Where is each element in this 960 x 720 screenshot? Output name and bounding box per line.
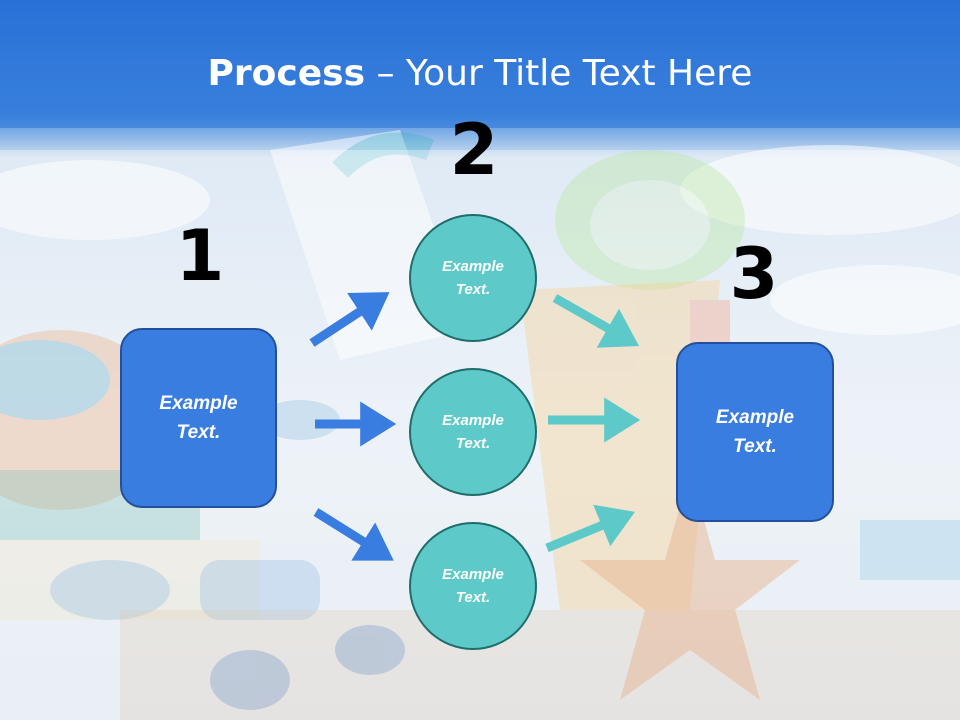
circle-middle-line-2: Text. — [455, 435, 491, 452]
step-1-line-2: Text. — [176, 422, 221, 443]
title-bold-part: Process — [207, 53, 366, 94]
step-2-circle-middle[interactable]: Example Text. — [409, 368, 537, 496]
circle-top-line-1: Example — [442, 258, 504, 275]
circle-bottom-line-1: Example — [442, 566, 504, 583]
step-1-line-1: Example — [159, 393, 238, 414]
step-number-1: 1 — [175, 215, 225, 297]
step-1-box[interactable]: Example Text. — [120, 328, 277, 508]
circle-bottom-line-2: Text. — [455, 589, 491, 606]
title-rest-part: – Your Title Text Here — [365, 53, 753, 94]
arrow-bottom-to-right — [545, 504, 635, 553]
arrow-left-to-bottom — [313, 508, 394, 561]
step-3-line-1: Example — [715, 407, 795, 428]
slide-title: Process – Your Title Text Here — [0, 48, 960, 100]
step-number-2: 2 — [449, 109, 499, 191]
arrow-left-to-top — [309, 292, 390, 347]
step-3-line-2: Text. — [733, 436, 777, 457]
circle-middle-line-1: Example — [442, 412, 504, 429]
step-3-box[interactable]: Example Text. — [676, 342, 834, 522]
step-number-3: 3 — [729, 233, 779, 315]
step-2-circle-top[interactable]: Example Text. — [409, 214, 537, 342]
step-2-circle-bottom[interactable]: Example Text. — [409, 522, 537, 650]
circle-top-line-2: Text. — [455, 281, 491, 298]
arrow-top-to-right — [552, 294, 640, 348]
